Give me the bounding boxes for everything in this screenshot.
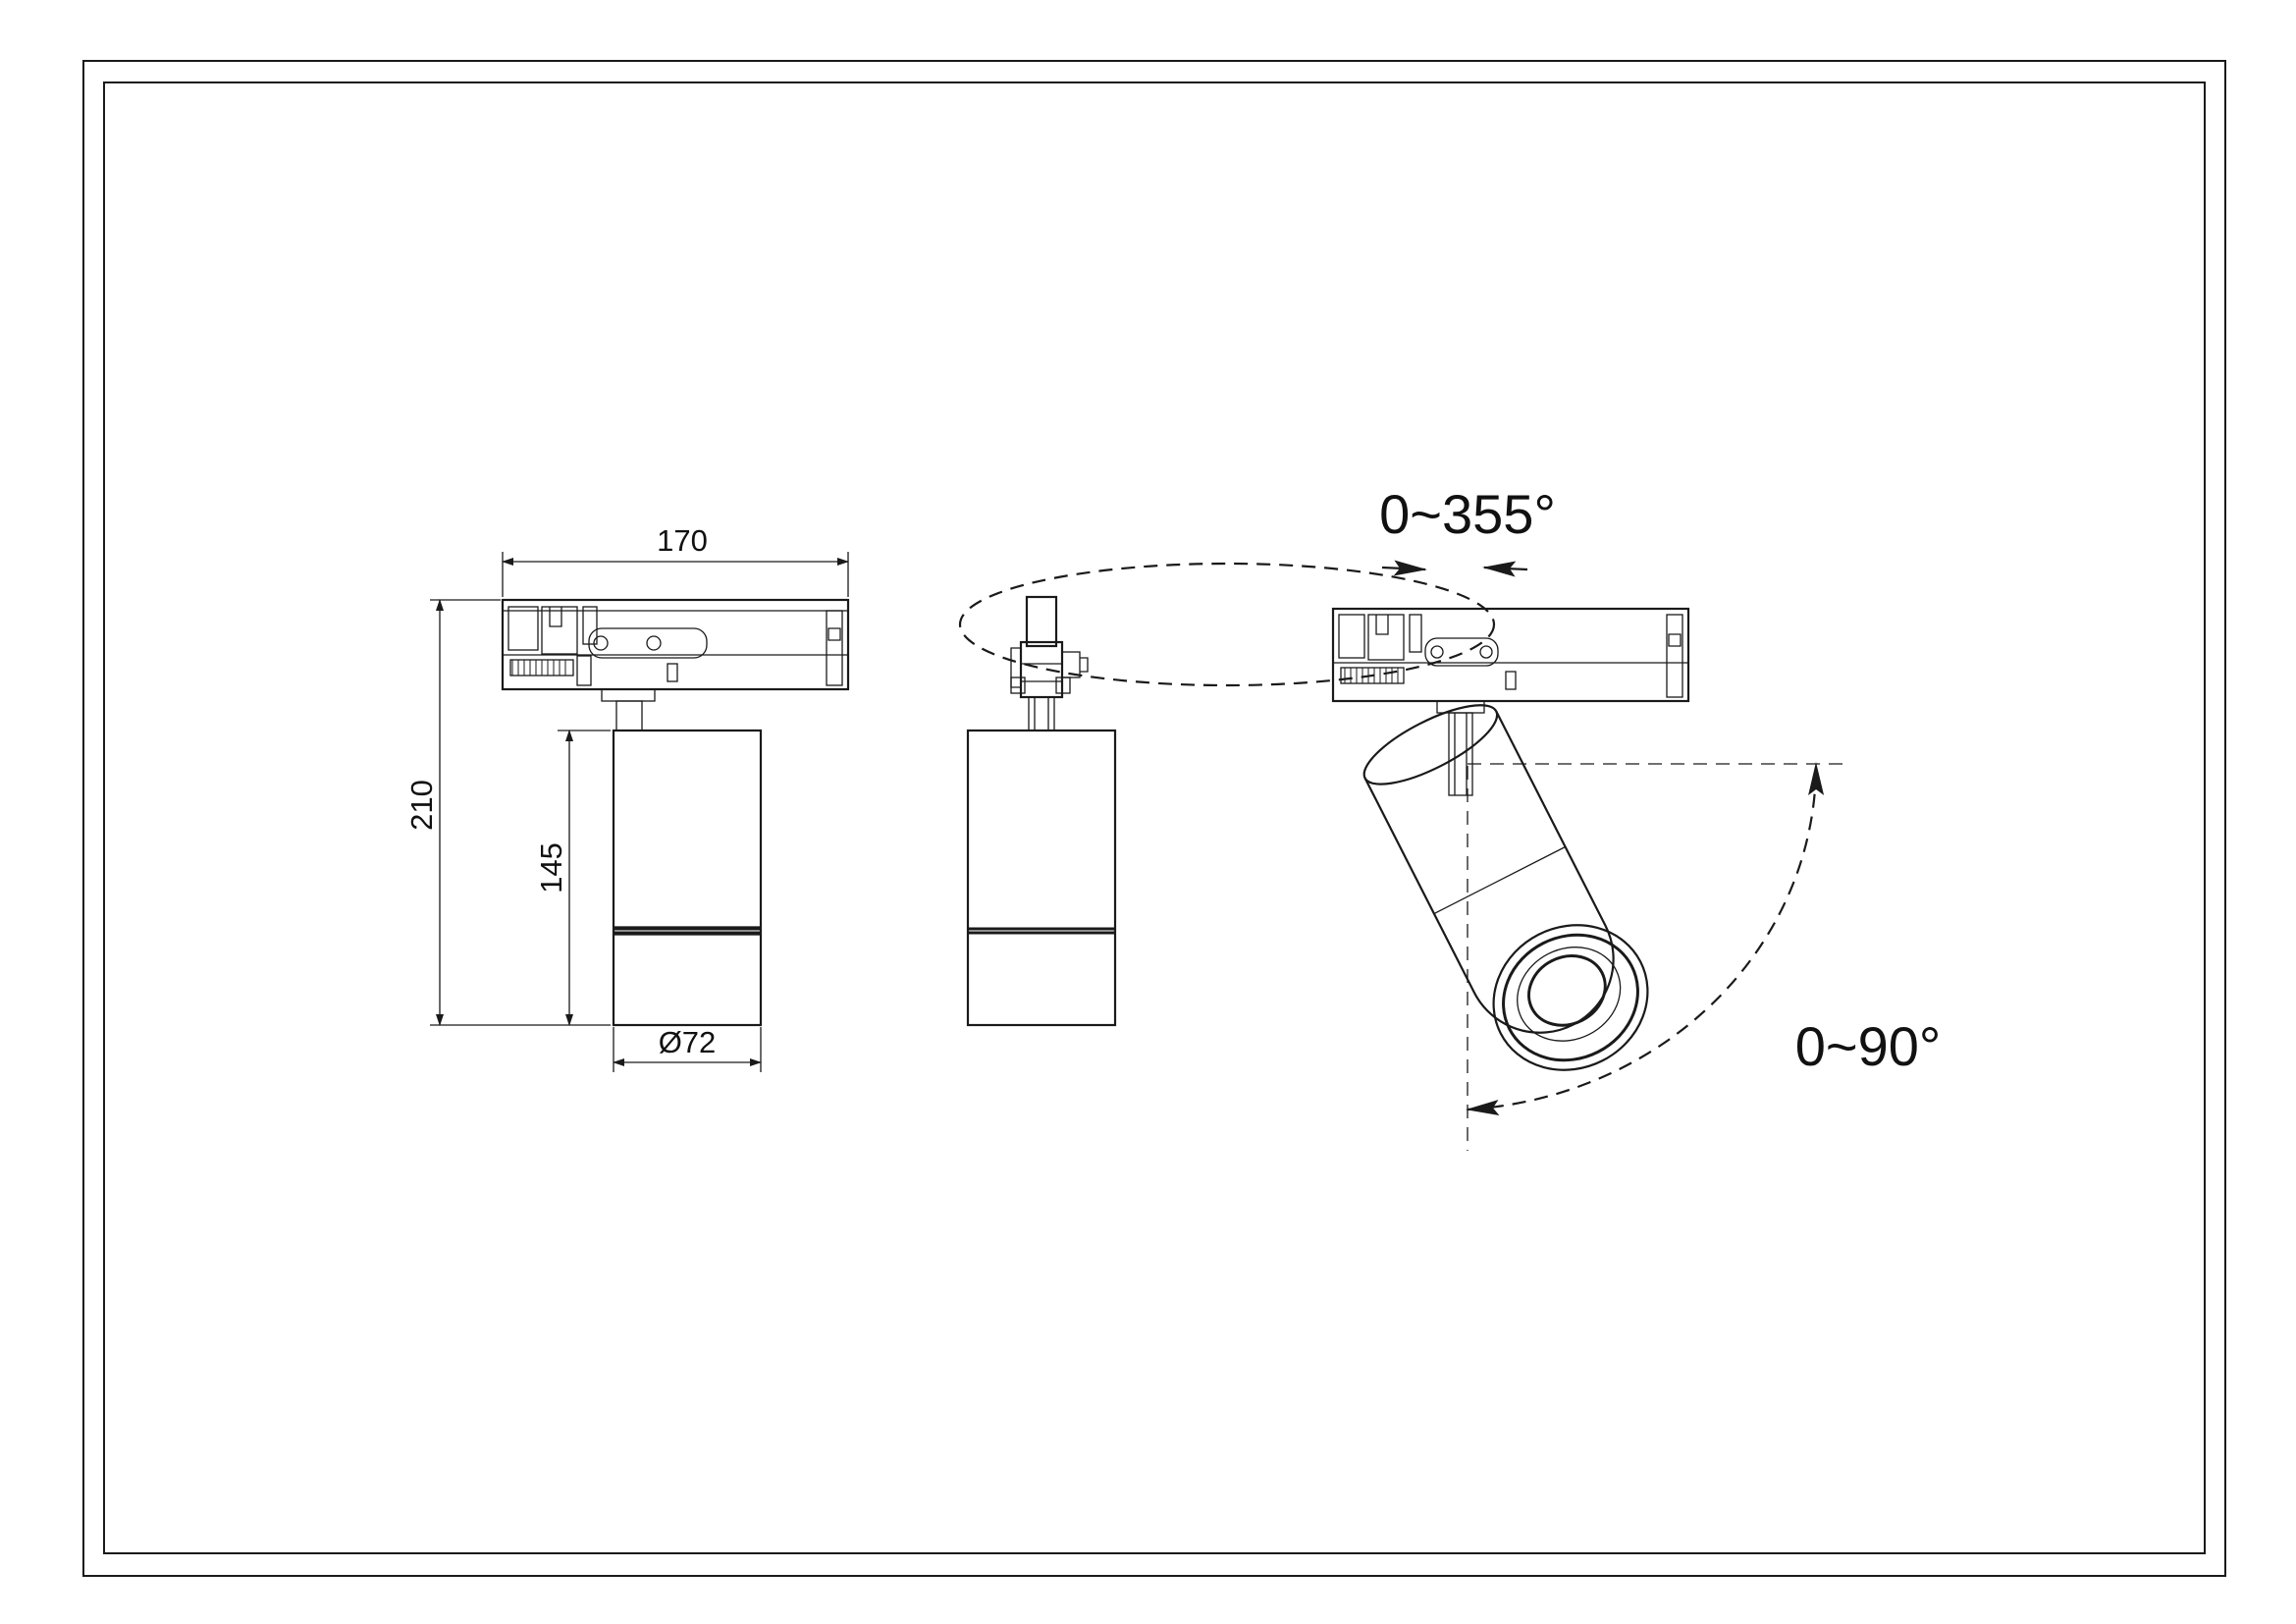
horizontal-rotation-path bbox=[958, 562, 1496, 687]
horizontal-arrow-left bbox=[1482, 561, 1528, 577]
dimension-width: 170 bbox=[502, 523, 849, 597]
rotation-track-adapter bbox=[1331, 607, 1690, 703]
side-stem bbox=[1028, 696, 1055, 731]
front-stem bbox=[601, 688, 656, 731]
front-track-adapter bbox=[501, 598, 850, 691]
dimension-diameter: Ø72 bbox=[613, 1025, 762, 1072]
rotation-stem bbox=[1436, 700, 1485, 796]
front-view: 170 210 145 Ø72 bbox=[404, 523, 850, 1072]
drawing-border bbox=[82, 60, 2226, 1577]
dimension-height-total: 210 bbox=[404, 599, 611, 1026]
dimension-height-body: 145 bbox=[534, 730, 611, 1026]
side-view bbox=[966, 595, 1117, 1027]
side-body bbox=[966, 729, 1117, 1027]
side-track-adapter bbox=[1010, 595, 1089, 699]
horizontal-rotation-label: 0~355° bbox=[1379, 483, 1556, 545]
front-body bbox=[612, 729, 763, 1027]
dimension-height-total-label: 210 bbox=[404, 780, 439, 831]
vertical-rotation-label: 0~90° bbox=[1795, 1015, 1942, 1077]
dimension-height-body-label: 145 bbox=[534, 842, 568, 893]
rotation-view: 0~355° 0~90° bbox=[958, 483, 1942, 1151]
horizontal-arrow-right bbox=[1381, 560, 1427, 576]
dimension-diameter-label: Ø72 bbox=[659, 1025, 717, 1059]
dimension-width-label: 170 bbox=[657, 523, 708, 558]
spotlight-lens-face bbox=[1492, 924, 1649, 1071]
vertical-tilt-arc bbox=[1466, 762, 1825, 1116]
tilted-spotlight bbox=[1362, 704, 1615, 1034]
